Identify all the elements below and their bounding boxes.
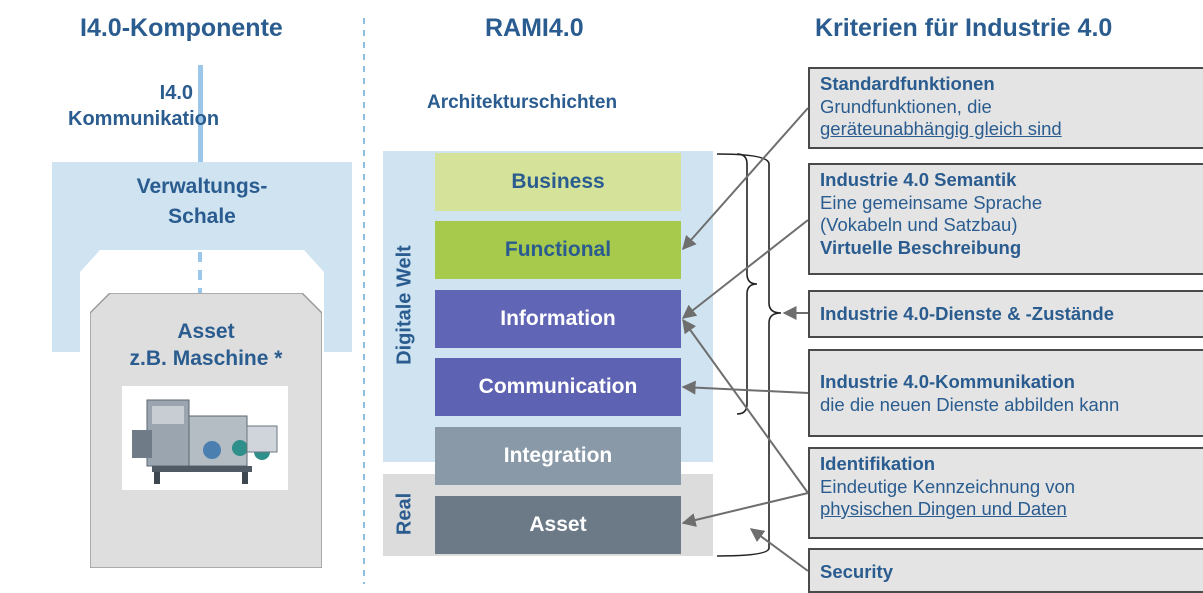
column-divider bbox=[363, 18, 365, 584]
administration-shell bbox=[52, 162, 352, 352]
shell-asset-dashed-line bbox=[198, 252, 202, 296]
arrow-standard-to-functional bbox=[682, 107, 809, 251]
arrow-semantics-to-information bbox=[681, 219, 809, 319]
arrow-security-to-brace bbox=[749, 528, 809, 572]
criterion-standard-functions: Standardfunktionen Grundfunktionen, die … bbox=[808, 67, 1203, 149]
header-i40-component: I4.0-Komponente bbox=[80, 14, 283, 42]
arrow-identification-to-information bbox=[682, 318, 809, 494]
asset-label: Asset z.B. Maschine * bbox=[129, 320, 283, 370]
brace-all-layers bbox=[716, 153, 782, 557]
brace-digital-layers bbox=[736, 153, 758, 415]
criterion-semantics: Industrie 4.0 Semantik Eine gemeinsame S… bbox=[808, 163, 1203, 275]
shell-label: Verwaltungs- Schale bbox=[136, 175, 268, 228]
machine-image bbox=[122, 386, 288, 490]
communication-label: I4.0 Kommunikation bbox=[68, 82, 220, 130]
architecture-layers-title: Architekturschichten bbox=[427, 92, 618, 113]
communication-line bbox=[198, 65, 203, 165]
criterion-communication: Industrie 4.0-Kommunikation die die neue… bbox=[808, 349, 1203, 437]
arrow-identification-to-asset bbox=[681, 492, 809, 527]
arrow-communication-to-layer bbox=[681, 380, 809, 395]
layer-asset: Asset bbox=[435, 496, 681, 554]
layer-business: Business bbox=[435, 153, 681, 211]
header-rami: RAMI4.0 bbox=[485, 14, 584, 42]
layer-integration: Integration bbox=[435, 427, 681, 485]
layer-communication: Communication bbox=[435, 358, 681, 416]
layer-functional: Functional bbox=[435, 221, 681, 279]
header-criteria: Kriterien für Industrie 4.0 bbox=[815, 14, 1113, 42]
criterion-identification: Identifikation Eindeutige Kennzeichnung … bbox=[808, 447, 1203, 539]
criterion-services-states: Industrie 4.0-Dienste & -Zustände bbox=[808, 290, 1203, 338]
layer-information: Information bbox=[435, 290, 681, 348]
